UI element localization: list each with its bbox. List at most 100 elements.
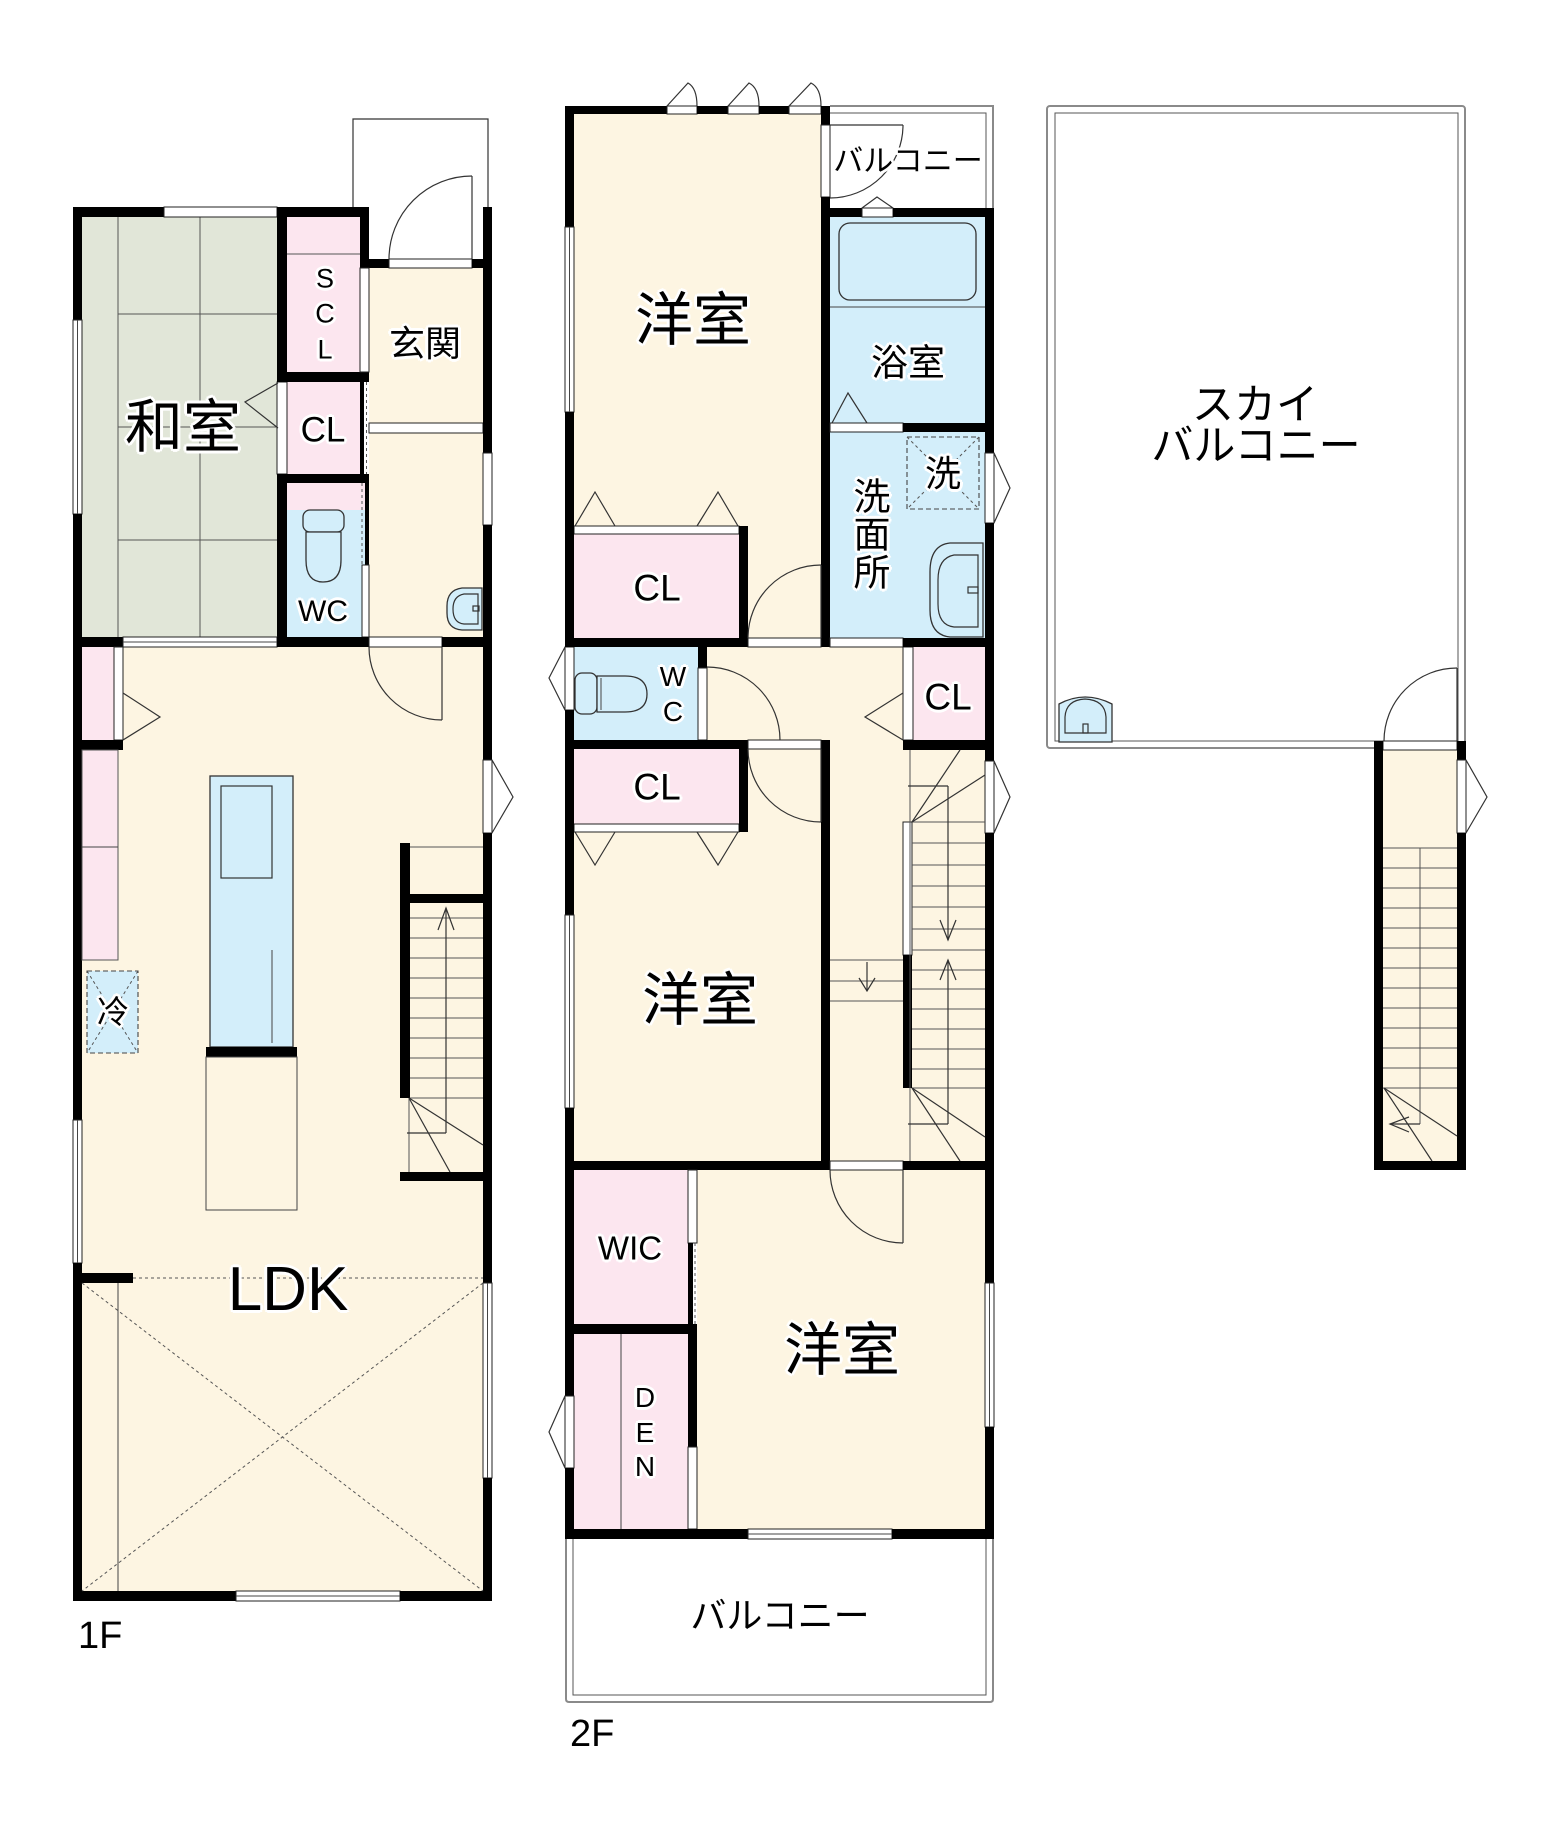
floor-label-1f: 1F (78, 1615, 123, 1657)
wall (698, 647, 707, 668)
wall (277, 217, 287, 382)
wall (400, 1591, 492, 1601)
wall (360, 382, 364, 474)
room-label-den-letter: E (635, 1417, 655, 1448)
closet-door-symbol (696, 831, 739, 867)
room-label-washroom-char: 所 (853, 551, 891, 595)
room-label-closet-hall: CL (924, 676, 972, 718)
floor-1-walls (72, 206, 493, 1602)
balcony-door-opening (820, 124, 831, 198)
wall (739, 749, 748, 832)
room-label-genkan: 玄関 (388, 324, 462, 365)
bathroom-door-symbol (831, 391, 868, 424)
closet-door-symbol (122, 692, 162, 741)
dining-counter (205, 1056, 298, 1211)
room-label-bathroom: 浴室 (871, 341, 945, 385)
window-sash-symbol (788, 82, 822, 107)
fridge-label: 冷 (96, 993, 130, 1031)
wall (903, 423, 985, 432)
wc-door-opening (697, 667, 708, 741)
room-label-wic: WIC (597, 1229, 663, 1267)
wall (360, 259, 389, 268)
window (984, 452, 995, 524)
window (788, 105, 822, 115)
door-swing (1383, 667, 1458, 742)
arrow-down-icon (939, 919, 957, 942)
floor-1-stairs (400, 843, 492, 1181)
floor-2-fixtures (574, 222, 985, 715)
north-balcony-outline (830, 105, 994, 208)
closet-door-symbol (696, 490, 739, 527)
wall (739, 526, 748, 638)
closet-door (113, 646, 124, 741)
wall (73, 637, 123, 647)
wall (985, 833, 994, 1283)
arrow-left-icon (1388, 1116, 1410, 1133)
ldk-door-swing (368, 646, 443, 721)
stair-winder (911, 1087, 961, 1162)
fridge-outline (86, 970, 139, 1054)
bedroom-south-floor (697, 1170, 985, 1529)
balconies-2f (565, 105, 994, 1703)
washer-label: 洗 (924, 454, 962, 495)
scl-floor (287, 217, 360, 372)
atrium-void (81, 1277, 484, 1592)
faucet-icon (1082, 723, 1089, 734)
wall (365, 483, 369, 565)
window (727, 105, 760, 115)
stair-direction-arrow (407, 906, 484, 1173)
sink-basin (452, 593, 479, 625)
window (564, 1395, 575, 1469)
stair-winder (1383, 1087, 1433, 1162)
den-floor (574, 1334, 688, 1529)
stair-wall (400, 1172, 492, 1181)
sky-balcony-plan (1046, 105, 1488, 1170)
room-label-balcony-north: バルコニー (833, 144, 983, 179)
window-sash-symbol (666, 82, 698, 107)
casement-window-symbol (548, 646, 566, 711)
closet-door-symbol (574, 490, 616, 527)
sky-balcony-inner (1054, 112, 1459, 742)
washer-space (906, 436, 980, 510)
room-label-toilet-letter: C (662, 696, 684, 727)
bathroom-door-opening (829, 422, 904, 433)
wall (565, 1108, 574, 1396)
genkan-step (368, 422, 484, 434)
vent-symbol (861, 196, 894, 209)
casement-window-symbol (993, 452, 1011, 524)
closet-door-symbol (863, 692, 904, 741)
toilet-tank (302, 509, 345, 533)
wall (821, 106, 830, 125)
wall (759, 106, 789, 114)
wall (73, 1591, 236, 1601)
room-label-bedroom-north: 洋室 (634, 286, 752, 354)
bedroom-north-door-opening (747, 637, 822, 648)
wall (903, 638, 994, 647)
wall (565, 740, 748, 749)
wall (277, 474, 287, 637)
wall (903, 1161, 994, 1170)
wall (821, 208, 862, 217)
closet-door-symbol (574, 831, 616, 867)
bedroom-south-door-opening (829, 1160, 904, 1171)
wall (1457, 741, 1466, 760)
sky-balcony-outline (1046, 105, 1466, 749)
toilet-tank (574, 672, 598, 715)
bathtub-icon (838, 222, 977, 301)
window (482, 759, 493, 834)
floor-2-rooms (573, 114, 985, 1529)
wall (903, 955, 912, 1088)
arrow-up-icon (939, 958, 957, 981)
wc-shelf (287, 483, 365, 510)
vanity-sink-icon (929, 542, 984, 638)
south-balcony-inner (572, 1539, 987, 1696)
room-label-sky-balcony-line2: バルコニー (1151, 421, 1361, 470)
wall (277, 372, 369, 382)
floor-2-doors-windows (548, 82, 1011, 1469)
floor-2-walls (564, 105, 995, 1540)
stair-winder (1383, 1087, 1458, 1137)
wc-door-swing (706, 666, 781, 741)
room-label-ldk: LDK (227, 1255, 349, 1324)
wall (442, 637, 492, 647)
closet-north-floor (574, 534, 739, 638)
